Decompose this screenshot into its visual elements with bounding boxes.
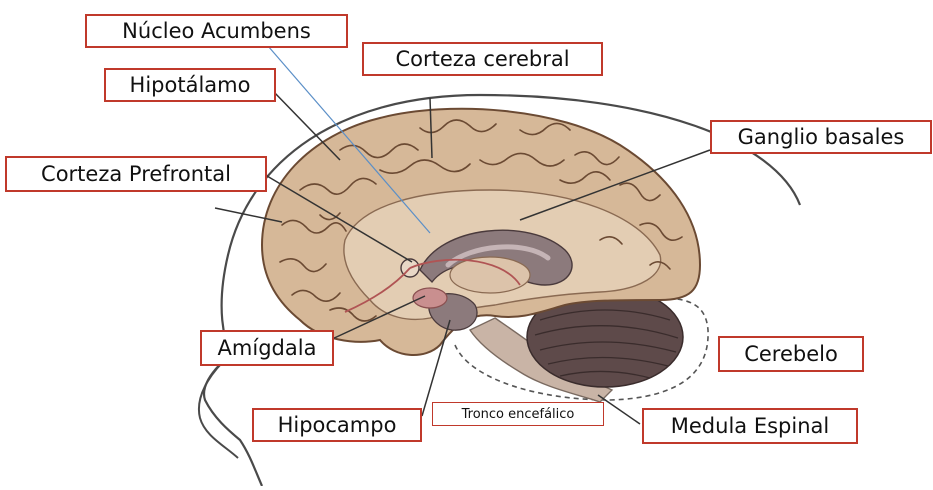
label-amigdala: Amígdala <box>200 330 334 366</box>
label-tronco-encefalico: Tronco encefálico <box>432 402 604 426</box>
label-hipocampo: Hipocampo <box>252 408 422 442</box>
thalamus <box>450 257 530 293</box>
label-corteza-prefrontal: Corteza Prefrontal <box>5 156 267 192</box>
label-ganglio-basales: Ganglio basales <box>710 120 932 154</box>
label-medula-espinal: Medula Espinal <box>642 408 858 444</box>
amygdala <box>413 288 447 308</box>
label-cerebelo: Cerebelo <box>718 336 864 372</box>
label-corteza-cerebral: Corteza cerebral <box>362 42 603 76</box>
label-nucleo-acumbens: Núcleo Acumbens <box>85 14 348 48</box>
face-outline <box>199 355 238 458</box>
label-hipotalamo: Hipotálamo <box>104 68 276 102</box>
leader-hipotalamo <box>272 90 340 160</box>
